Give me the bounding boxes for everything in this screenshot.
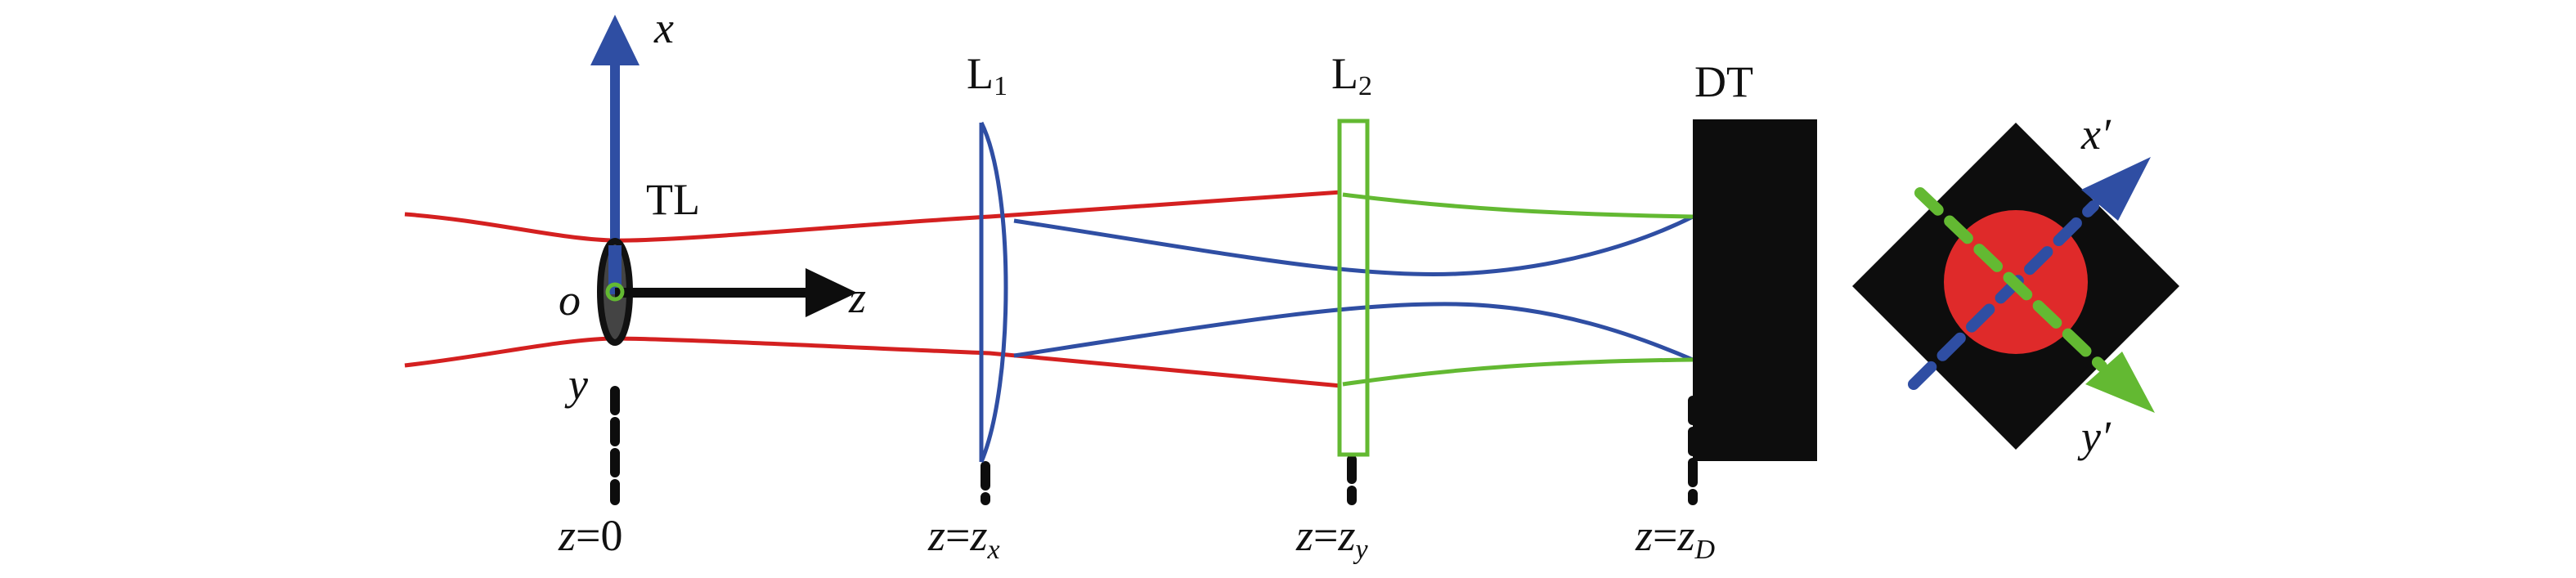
- lens-l2: [1337, 119, 1370, 457]
- label-x: x: [653, 3, 674, 52]
- position-label-zx: z=zx: [927, 511, 1000, 565]
- red-beam-lower: [404, 336, 1342, 388]
- label-dt: DT: [1694, 57, 1753, 106]
- z-axis-arrow: [615, 268, 857, 317]
- label-y: y: [564, 360, 588, 409]
- label-x-prime: x′: [2080, 110, 2112, 159]
- label-l2: L2: [1331, 49, 1372, 101]
- arrow-x-icon: [590, 15, 640, 65]
- y-prime-axis-dashed: [1914, 187, 2107, 372]
- x-axis-arrow: [590, 15, 640, 245]
- x-prime-axis-dashed: [1908, 200, 2099, 390]
- position-markers: [610, 386, 1698, 505]
- label-tl: TL: [646, 175, 700, 224]
- green-beam-upper: [1342, 192, 1694, 219]
- position-label-zy: z=zy: [1295, 511, 1369, 565]
- blue-beam-lower: [1013, 302, 1694, 362]
- origin-marker: [605, 282, 625, 302]
- red-beam-upper: [404, 190, 1342, 243]
- red-beam: [404, 190, 1342, 388]
- label-y-prime: y′: [2077, 412, 2112, 461]
- lens-l1: [979, 121, 1008, 463]
- tl-blue-segment: [608, 245, 622, 294]
- green-beam-lower: [1342, 357, 1694, 387]
- arrow-y-prime-icon: [2085, 352, 2155, 413]
- blue-beam-upper: [1013, 214, 1694, 277]
- label-l1: L1: [967, 49, 1008, 101]
- arrow-x-prime-icon: [2081, 157, 2151, 221]
- green-beam: [1342, 192, 1694, 387]
- detector-plane-view: [1852, 123, 2179, 450]
- detector-dt: [1693, 119, 1817, 461]
- label-origin: o: [559, 276, 581, 325]
- arrow-z-icon: [806, 268, 857, 317]
- position-label-z0: z=0: [558, 511, 622, 560]
- position-label-zd: z=zD: [1635, 511, 1716, 565]
- blue-beam: [1013, 214, 1694, 362]
- label-z: z: [848, 273, 866, 322]
